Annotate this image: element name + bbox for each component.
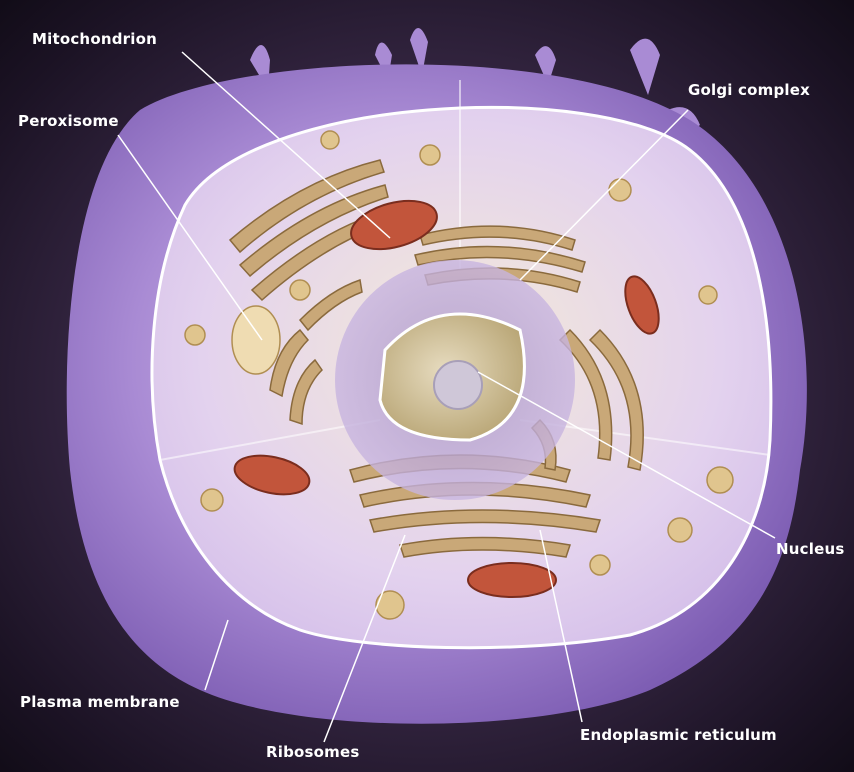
nucleus xyxy=(335,260,575,500)
label-nucleus: Nucleus xyxy=(776,540,844,558)
label-endoplasmic-reticulum: Endoplasmic reticulum xyxy=(580,726,777,744)
label-mitochondrion: Mitochondrion xyxy=(32,30,157,48)
label-plasma-membrane: Plasma membrane xyxy=(20,693,180,711)
label-peroxisome: Peroxisome xyxy=(18,112,119,130)
label-golgi-complex: Golgi complex xyxy=(688,81,810,99)
label-ribosomes: Ribosomes xyxy=(266,743,360,761)
